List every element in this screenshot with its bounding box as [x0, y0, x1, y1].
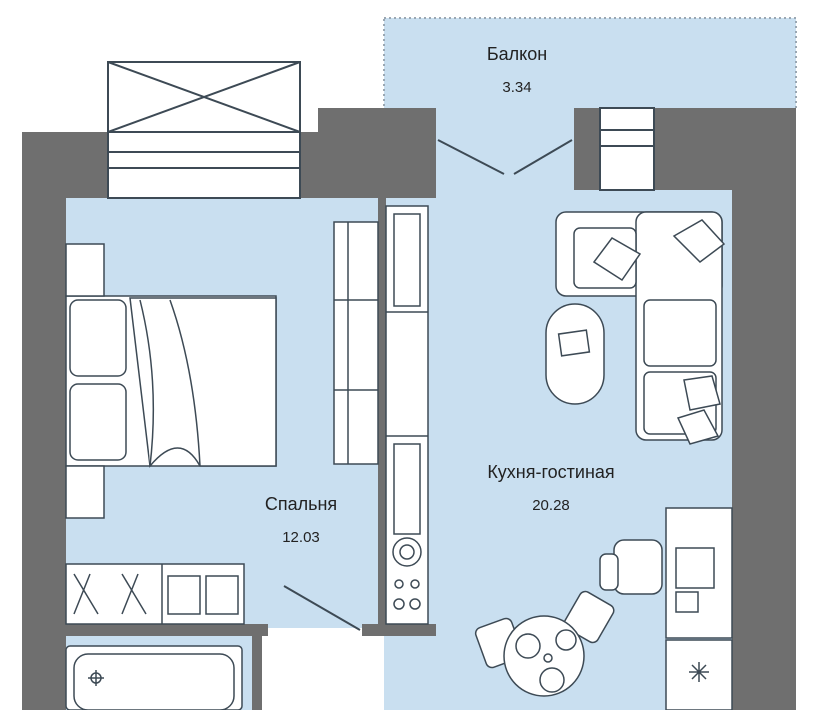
desk [665, 507, 733, 639]
window-bedroom [107, 61, 301, 199]
sofa [555, 211, 726, 445]
wall-bath-right [252, 636, 262, 710]
outer-wall-top-left [22, 132, 108, 198]
partition-bedroom-bath [66, 624, 268, 636]
bathtub [65, 645, 243, 710]
balcony-name: Балкон [487, 44, 547, 64]
wall-top-notch [318, 108, 436, 138]
outer-wall-right [732, 150, 796, 710]
walls [22, 108, 796, 710]
bedroom-cabinet [65, 563, 245, 625]
outer-wall-left [22, 132, 66, 710]
balcony-doors [437, 139, 573, 175]
bedroom-name: Спальня [265, 494, 337, 514]
wardrobe [333, 221, 379, 465]
desk-chair [599, 539, 663, 595]
bedroom-door [283, 585, 361, 631]
balcony-area: 3.34 [502, 79, 531, 96]
dining-set [474, 590, 615, 697]
outer-wall-top-right [574, 108, 600, 190]
bedroom-area: 12.03 [282, 529, 320, 546]
coffee-table [545, 303, 605, 405]
kitchen-living-name: Кухня-гостиная [487, 462, 614, 482]
partition-hall-stub [362, 624, 436, 636]
balcony-floor [383, 17, 797, 111]
balcony-passage-floor [436, 108, 576, 190]
stove-icon [392, 537, 422, 610]
bedside-tables [65, 243, 105, 519]
bed [65, 295, 277, 468]
outer-wall-top-mid [300, 132, 436, 198]
fridge [665, 639, 733, 710]
kitchen-living-area: 20.28 [532, 497, 570, 514]
window-kitchen [599, 107, 655, 191]
partition-bedroom-kitchen [378, 186, 386, 626]
